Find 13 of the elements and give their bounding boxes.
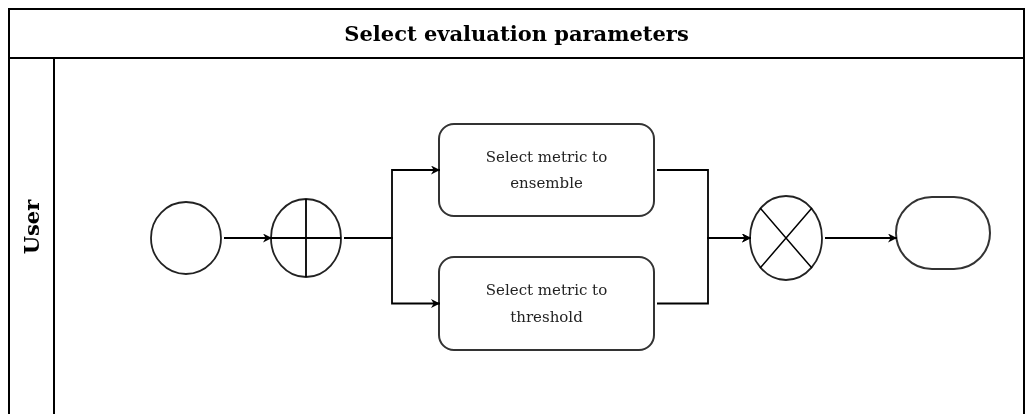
arrow <box>824 233 898 243</box>
parallel-gateway <box>270 198 342 278</box>
task-label: Select metric to threshold <box>484 280 609 328</box>
task-label: Select metric to ensemble <box>484 146 609 194</box>
arrow <box>343 237 441 308</box>
pool-title: Select evaluation parameters <box>343 20 690 48</box>
arrow <box>656 233 752 305</box>
arrow <box>223 233 273 243</box>
task-box <box>438 123 655 217</box>
task-box <box>438 256 655 351</box>
lane-label: User <box>18 199 43 255</box>
start-event-circle <box>150 201 222 275</box>
exclusive-gateway <box>749 195 823 281</box>
